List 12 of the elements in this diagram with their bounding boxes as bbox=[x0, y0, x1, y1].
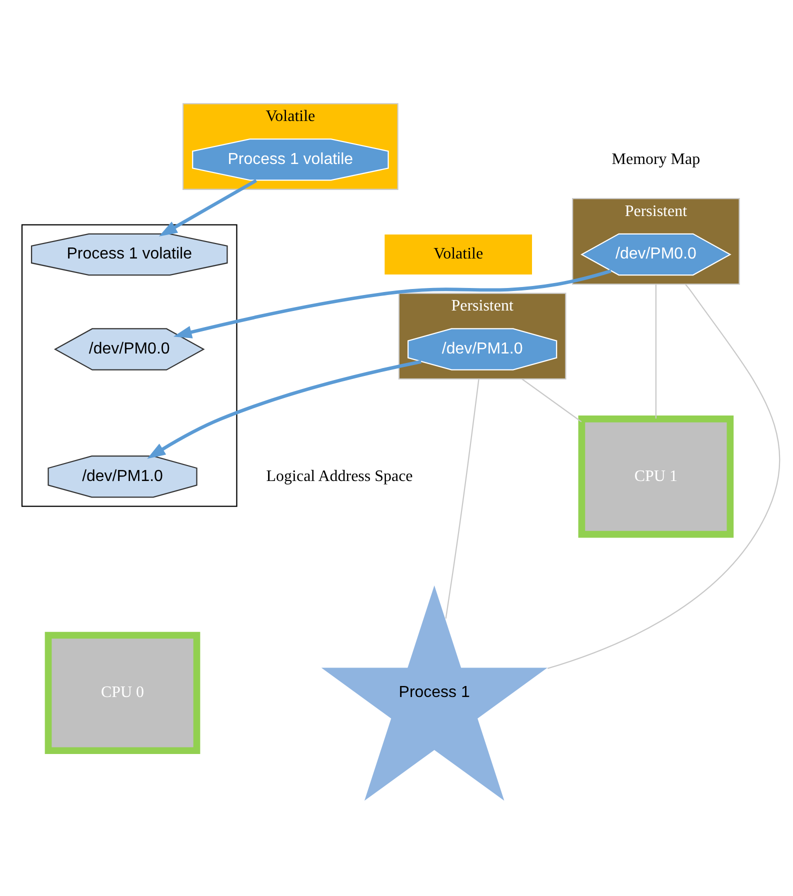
arrow bbox=[158, 178, 258, 236]
label: Memory Map bbox=[612, 150, 700, 168]
node-box: CPU 0 bbox=[44, 631, 200, 754]
node-box: Volatile bbox=[384, 232, 534, 276]
label: Logical Address Space bbox=[266, 467, 413, 484]
cluster bbox=[21, 224, 238, 506]
connector bbox=[655, 284, 657, 418]
connector bbox=[547, 283, 780, 669]
connector bbox=[445, 378, 480, 618]
connector bbox=[522, 378, 582, 422]
node-box: CPU 1 bbox=[578, 415, 734, 538]
arrow bbox=[173, 268, 612, 338]
